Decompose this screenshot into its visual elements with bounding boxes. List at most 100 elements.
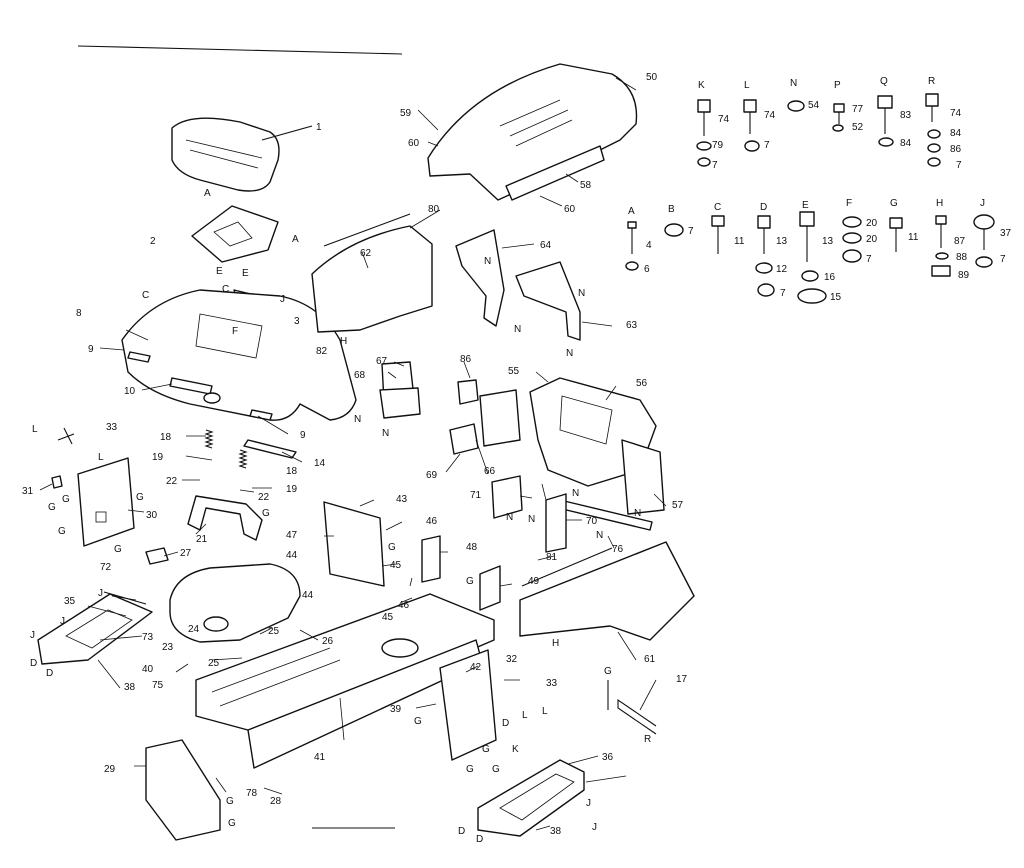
letter-lG12: G	[492, 764, 500, 775]
callout-c78: 78	[246, 788, 258, 799]
seat-seam	[185, 139, 263, 169]
callout-hf7: 7	[866, 254, 872, 265]
bolt-r-head	[925, 93, 939, 107]
lower-panel-61	[519, 541, 695, 641]
side-panel-62	[311, 225, 433, 333]
hardware-letter-F: F	[846, 198, 852, 209]
bolt-g-head	[889, 217, 903, 229]
letter-lE2: E	[242, 268, 249, 279]
nut-b	[664, 223, 684, 237]
letter-lJ5: J	[586, 798, 591, 809]
hardware-letter-C: C	[714, 202, 721, 213]
bracket-71	[491, 475, 523, 519]
callout-c69: 69	[426, 470, 438, 481]
bolt-l-head	[743, 99, 757, 113]
callout-c76: 76	[612, 544, 624, 555]
callout-c45b: 45	[382, 612, 394, 623]
callout-hj37: 37	[1000, 228, 1012, 239]
callout-hd7: 7	[780, 288, 786, 299]
callout-c3: 3	[294, 316, 300, 327]
letter-lA2: A	[292, 234, 299, 245]
callout-c27: 27	[180, 548, 192, 559]
callout-c25a: 25	[268, 626, 280, 637]
fender-seat-opening	[195, 313, 263, 359]
letter-lN7: N	[506, 512, 513, 523]
hardware-letter-D: D	[760, 202, 767, 213]
letter-lN1: N	[484, 256, 491, 267]
letter-lN5: N	[354, 414, 361, 425]
bolt-d-head	[757, 215, 771, 229]
callout-c62: 62	[360, 248, 372, 259]
hardware-letter-P: P	[834, 80, 841, 91]
hardware-letter-G: G	[890, 198, 898, 209]
letter-lK: K	[512, 744, 519, 755]
callout-hq84: 84	[900, 138, 912, 149]
callout-c25b: 25	[208, 658, 220, 669]
clip-89	[931, 265, 951, 277]
letter-lJ2: J	[98, 588, 103, 599]
washer-20a	[842, 216, 862, 228]
nut-f	[842, 249, 862, 263]
callout-c59: 59	[400, 108, 412, 119]
callout-c21: 21	[196, 534, 208, 545]
spring-left	[204, 429, 214, 449]
letter-lG3: G	[58, 526, 66, 537]
nut-j	[975, 256, 993, 268]
callout-c14: 14	[314, 458, 326, 469]
letter-lR: R	[644, 734, 651, 745]
hardware-letter-J: J	[980, 198, 985, 209]
hardware-letter-Q: Q	[880, 76, 888, 87]
callout-c26: 26	[322, 636, 334, 647]
callout-hp77: 77	[852, 104, 864, 115]
bracket-86	[457, 379, 479, 405]
callout-c43: 43	[396, 494, 408, 505]
bracket-66	[479, 389, 521, 447]
callout-c19a: 19	[152, 452, 164, 463]
bolt-k-head	[697, 99, 711, 113]
callout-c22a: 22	[166, 476, 178, 487]
left-panel-hole	[95, 511, 107, 523]
callout-he13: 13	[822, 236, 834, 247]
letter-lL4: L	[542, 706, 548, 717]
callout-c18b: 18	[286, 466, 298, 477]
washer-52	[832, 124, 844, 132]
washer-79	[696, 141, 712, 151]
letter-lG2: G	[48, 502, 56, 513]
hardware-letter-L: L	[744, 80, 750, 91]
callout-hl7: 7	[764, 140, 770, 151]
hardware-letter-R: R	[928, 76, 935, 87]
callout-c71: 71	[470, 490, 482, 501]
fender-hole	[203, 392, 221, 404]
callout-c68: 68	[354, 370, 366, 381]
letter-lJ3: J	[60, 616, 65, 627]
hood-vents	[499, 99, 573, 147]
callout-hr84: 84	[950, 128, 962, 139]
bolt-e-head	[799, 211, 815, 227]
hardware-letter-H: H	[936, 198, 943, 209]
letter-lN3: N	[578, 288, 585, 299]
letter-lG10: G	[482, 744, 490, 755]
letter-lG4: G	[114, 544, 122, 555]
callout-ha6: 6	[644, 264, 650, 275]
left-footrest	[37, 593, 153, 665]
callout-c73: 73	[142, 632, 154, 643]
right-footrest-pad	[499, 773, 575, 821]
callout-c66: 66	[484, 466, 496, 477]
callout-c23: 23	[162, 642, 174, 653]
letter-lH2: H	[552, 638, 559, 649]
callout-hf20b: 20	[866, 234, 878, 245]
right-footrest	[477, 759, 585, 837]
hood	[427, 63, 638, 201]
callout-hq83: 83	[900, 110, 912, 121]
callout-c72: 72	[100, 562, 112, 573]
washer-15	[797, 288, 827, 304]
callout-c56: 56	[636, 378, 648, 389]
nut-l	[744, 140, 760, 152]
letter-lN11: N	[596, 530, 603, 541]
nut-r	[927, 157, 941, 167]
letter-lD1: D	[30, 658, 37, 669]
letter-lC1: C	[142, 290, 149, 301]
rail-81	[521, 547, 613, 587]
callout-c63: 63	[626, 320, 638, 331]
